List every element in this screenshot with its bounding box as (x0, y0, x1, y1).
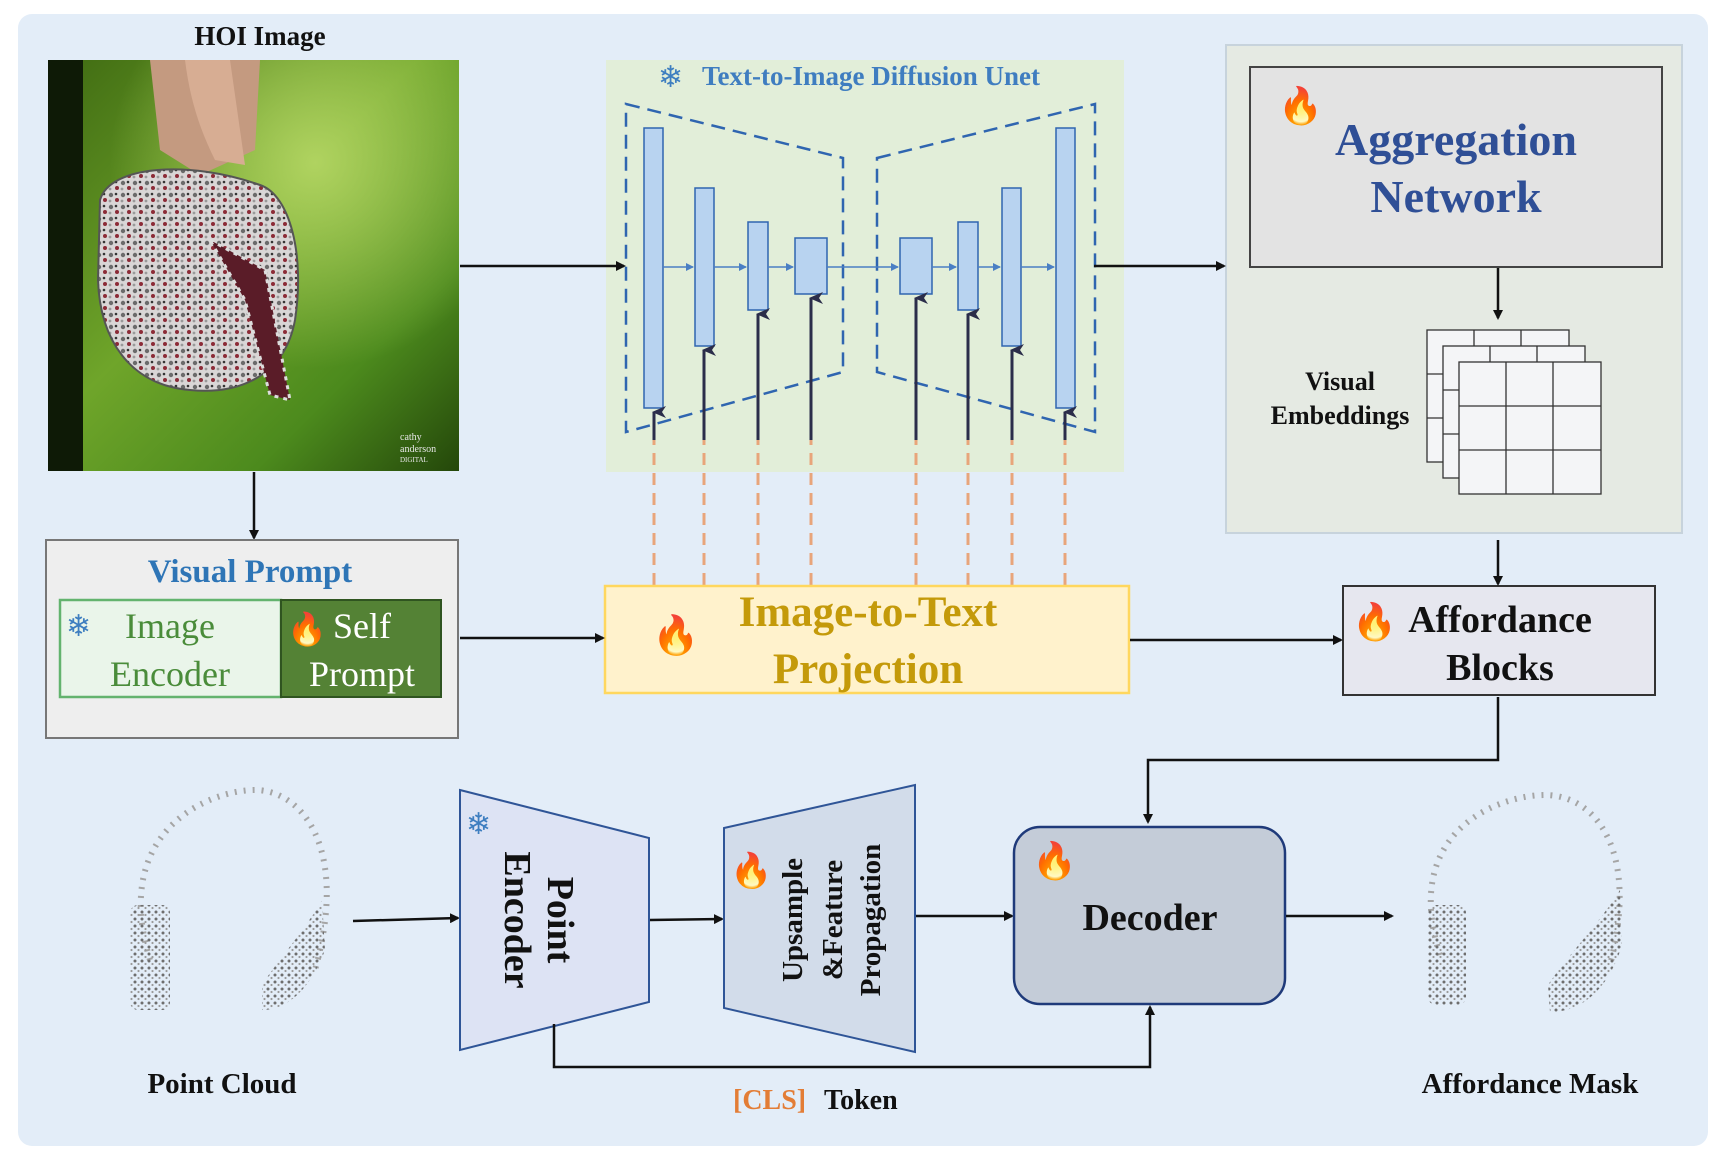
watermark-line2: anderson (400, 444, 436, 455)
point-cloud-headphones (130, 786, 330, 1010)
self-prompt-box (280, 599, 442, 698)
self-prompt-line1: Self (333, 606, 391, 646)
visual-embeddings-line1: Visual (1305, 367, 1375, 396)
fire-icon: 🔥 (730, 851, 772, 890)
unet-block-dec-4 (1055, 127, 1076, 409)
visual-embeddings-line2: Embeddings (1271, 401, 1410, 430)
image-encoder-box (58, 598, 283, 699)
watermark-line3: DIGITAL (400, 456, 428, 464)
unet-block-enc-3 (747, 221, 769, 311)
unet-panel (606, 60, 1124, 472)
aggregation-title-line1: Aggregation (1335, 114, 1577, 165)
decoder-label: Decoder (1082, 897, 1217, 939)
main-flow-arrows (460, 261, 1503, 824)
unet-block-dec-2 (957, 221, 979, 311)
unet-title: Text-to-Image Diffusion Unet (702, 61, 1040, 91)
arrow-encoder-to-upsample (649, 914, 724, 925)
hoi-image: cathy anderson DIGITAL (48, 60, 459, 471)
image-encoder-line1: Image (125, 606, 215, 646)
cls-token-bracket: [CLS] (733, 1085, 806, 1116)
upsample-line3: Propagation (855, 844, 887, 997)
cls-token-path (552, 1005, 1155, 1069)
affordance-blocks-line2: Blocks (1446, 647, 1554, 689)
affordance-blocks-line1: Affordance (1408, 599, 1592, 641)
snowflake-icon: ❄ (466, 808, 491, 841)
watermark-line1: cathy (400, 432, 422, 443)
self-prompt-line2: Prompt (309, 654, 415, 694)
affordance-mask-headphones (1427, 791, 1623, 1012)
affordance-blocks-box (1342, 585, 1656, 696)
point-cloud-label: Point Cloud (147, 1068, 296, 1100)
visual-embeddings-grid (1426, 329, 1602, 495)
image-to-text-projection-box (603, 584, 1131, 695)
unet-decoder-trapezoid (875, 102, 1097, 434)
fire-icon: 🔥 (1278, 85, 1323, 126)
unet-block-enc-4 (794, 237, 828, 295)
snowflake-icon: ❄ (66, 610, 91, 643)
unet-block-dec-3 (1001, 187, 1022, 347)
point-encoder-line1: Point (539, 877, 581, 964)
unet-block-dec-1 (899, 237, 933, 295)
point-encoder-trapezoid (459, 788, 650, 1052)
upsample-line2: &Feature (817, 860, 849, 980)
fire-icon: 🔥 (1352, 601, 1397, 642)
hoi-image-title: HOI Image (194, 21, 325, 51)
aggregation-network-box (1249, 66, 1663, 268)
image-encoder-line2: Encoder (110, 654, 230, 694)
upsample-trapezoid (723, 783, 916, 1054)
conditioning-arrows (652, 292, 1077, 585)
point-encoder-line2: Encoder (496, 851, 538, 988)
fire-icon: 🔥 (1032, 840, 1077, 881)
fire-icon: 🔥 (652, 613, 699, 657)
projection-line2: Projection (773, 646, 963, 693)
aggregation-title-line2: Network (1370, 171, 1542, 222)
projection-line1: Image-to-Text (739, 589, 998, 636)
affordance-mask-label: Affordance Mask (1422, 1068, 1640, 1100)
visual-prompt-title: Visual Prompt (148, 554, 352, 590)
arrow-pointcloud-to-encoder (352, 913, 460, 924)
cls-token-word: Token (824, 1085, 898, 1116)
fire-icon: 🔥 (287, 611, 327, 647)
unet-block-enc-2 (694, 187, 715, 347)
upsample-line1: Upsample (777, 858, 809, 982)
unet-encoder-trapezoid (624, 102, 845, 434)
snowflake-icon: ❄ (658, 61, 683, 94)
decoder-box (1012, 825, 1287, 1006)
unet-block-enc-1 (643, 127, 664, 409)
